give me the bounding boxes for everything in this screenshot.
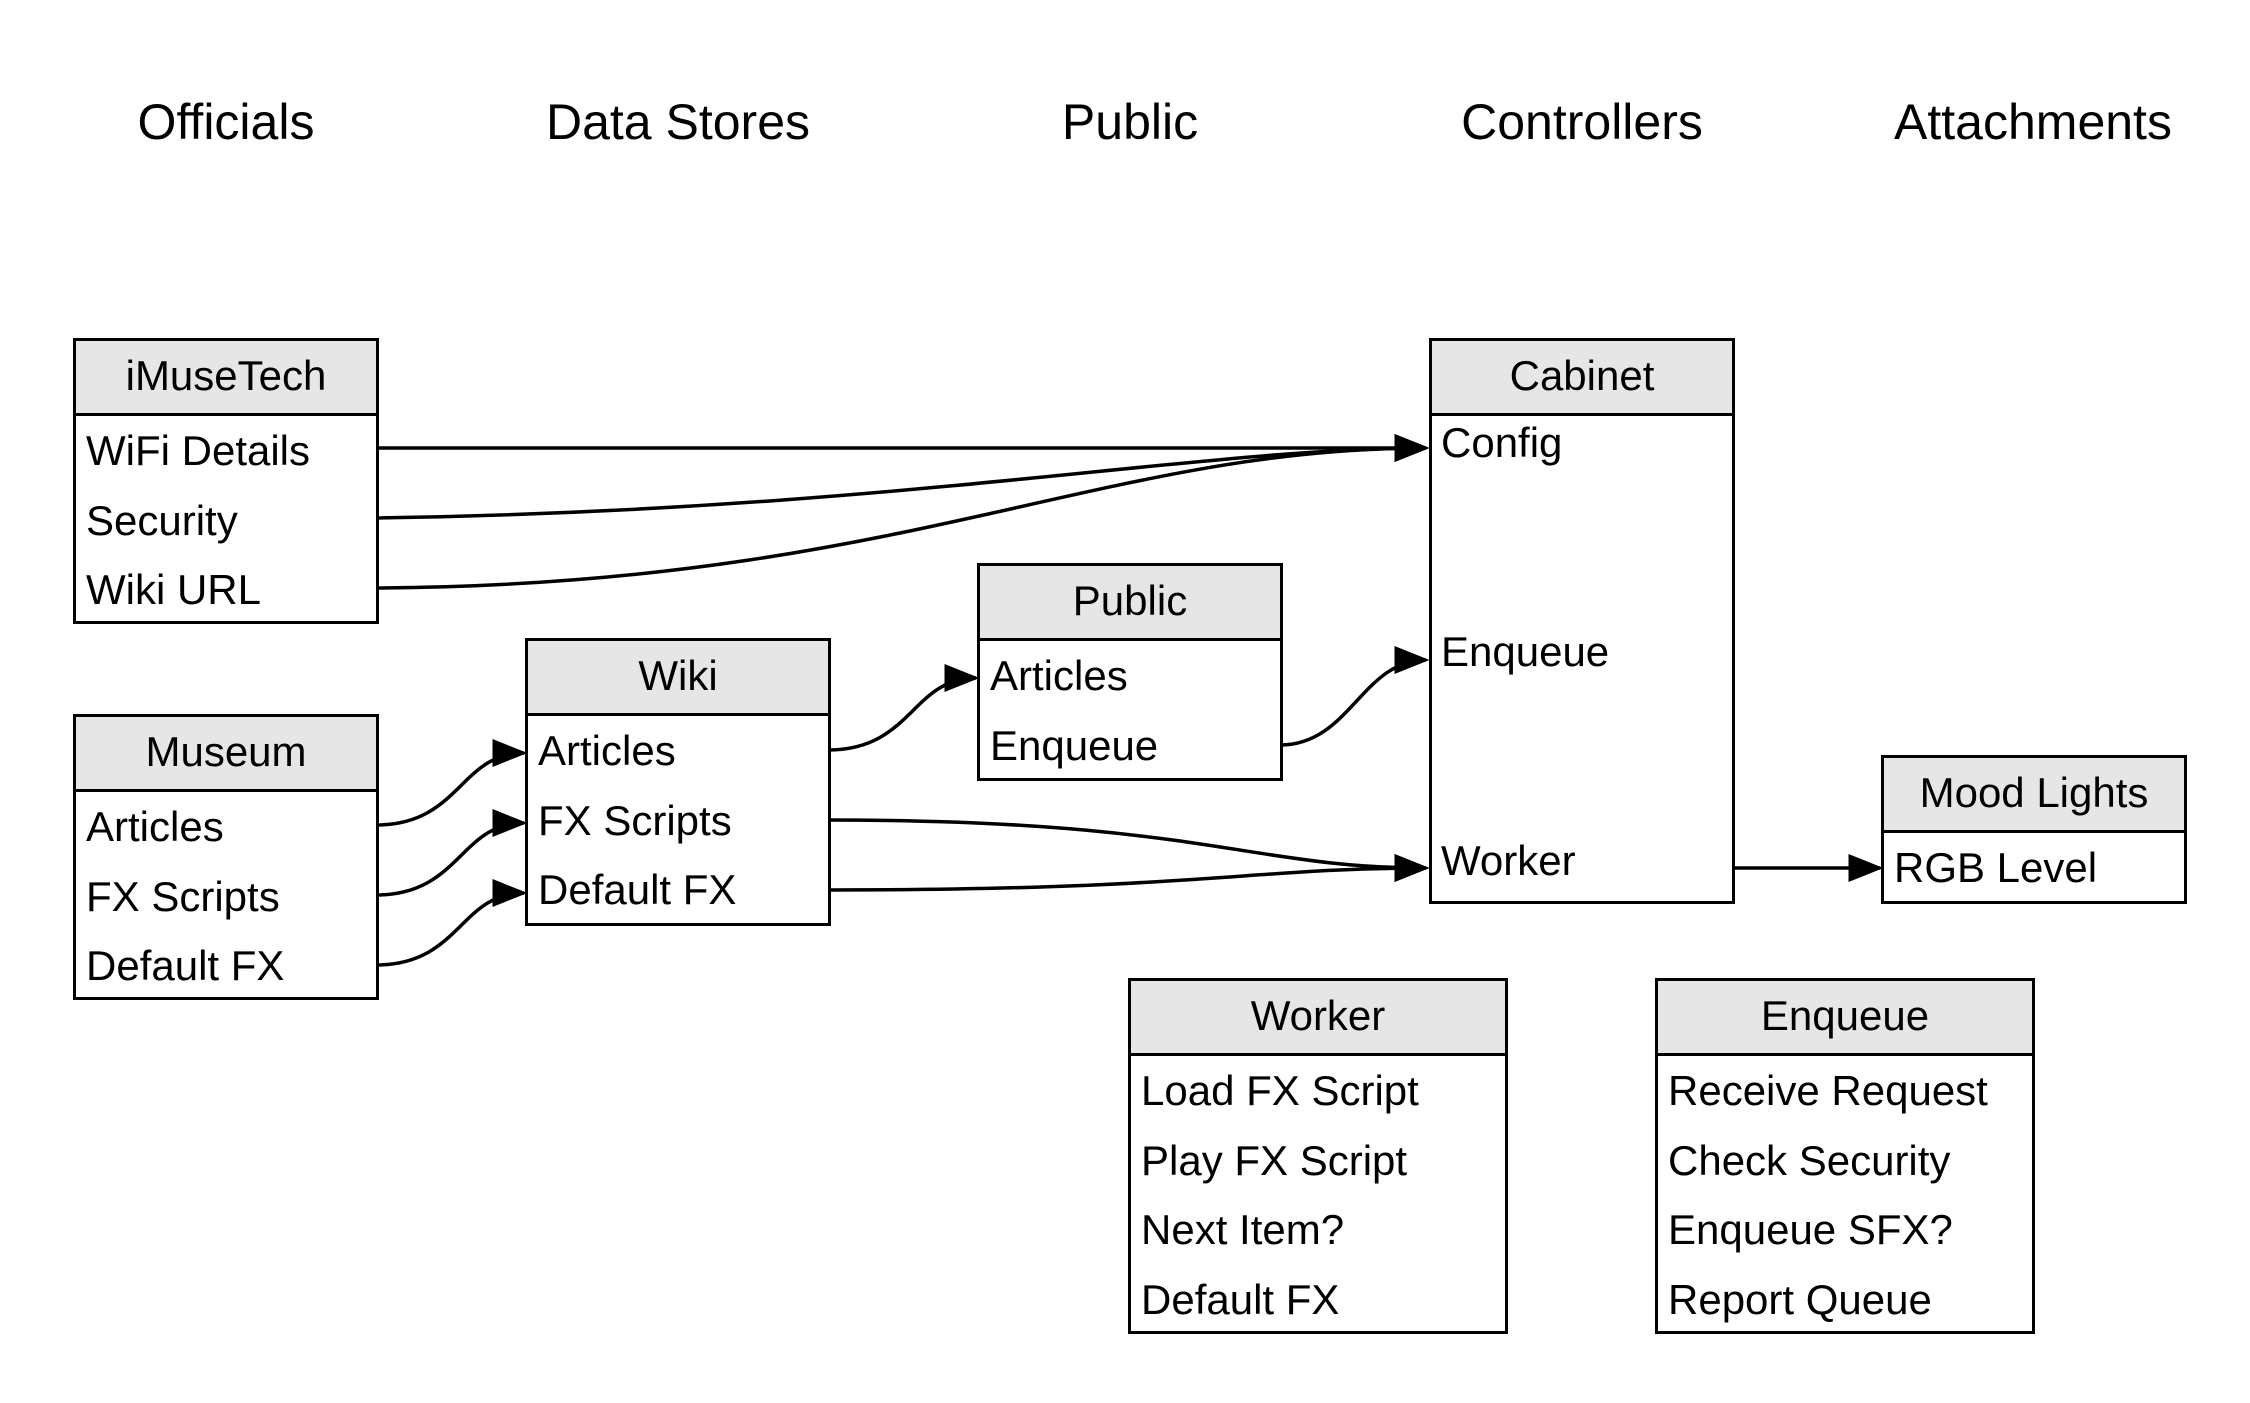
enqueue-title: Enqueue	[1658, 981, 2032, 1056]
cabinet-box: Cabinet	[1429, 338, 1735, 904]
cabinet-title: Cabinet	[1432, 341, 1732, 416]
connector-museum-defaultfx-to-wiki-defaultfx	[375, 879, 528, 967]
connector-wikiurl-to-config	[375, 434, 1430, 590]
museum-box: Museum Articles FX Scripts Default FX	[73, 714, 379, 1000]
connector-wiki-fxscripts-to-worker	[827, 818, 1430, 882]
wiki-row-default-fx: Default FX	[538, 866, 737, 913]
connector-public-enqueue-to-cabinet-enqueue	[1279, 646, 1430, 747]
museum-row-default-fx: Default FX	[86, 942, 285, 989]
imusetech-row-wiki-url: Wiki URL	[86, 566, 261, 613]
worker-row-play-fx-script: Play FX Script	[1141, 1136, 1408, 1184]
museum-row-fx-scripts: FX Scripts	[86, 872, 280, 920]
column-header-officials: Officials	[137, 94, 315, 150]
enqueue-box: Enqueue Receive Request Check Security E…	[1655, 978, 2035, 1334]
connector-wiki-defaultfx-to-worker	[827, 854, 1430, 892]
worker-row-load-fx-script: Load FX Script	[1141, 1067, 1419, 1114]
imusetech-row-security: Security	[86, 496, 238, 544]
wiki-row-fx-scripts: FX Scripts	[538, 796, 732, 844]
enqueue-row-enqueue-sfx: Enqueue SFX?	[1668, 1206, 1953, 1253]
connector-museum-articles-to-wiki-articles	[375, 739, 528, 827]
enqueue-row-receive-request: Receive Request	[1668, 1067, 1988, 1114]
worker-box: Worker Load FX Script Play FX Script Nex…	[1128, 978, 1508, 1334]
connector-museum-fxscripts-to-wiki-fxscripts	[375, 809, 528, 897]
mood-lights-row-rgb-level: RGB Level	[1894, 844, 2098, 891]
public-row-enqueue: Enqueue	[990, 721, 1159, 769]
cabinet-row-worker: Worker	[1441, 837, 1576, 884]
column-header-controllers: Controllers	[1461, 94, 1703, 150]
column-header-data-stores: Data Stores	[545, 94, 811, 150]
enqueue-row-check-security: Check Security	[1668, 1136, 1951, 1184]
worker-row-default-fx: Default FX	[1141, 1275, 1340, 1323]
column-header-attachments: Attachments	[1894, 94, 2172, 150]
imusetech-title: iMuseTech	[76, 341, 376, 416]
connector-wiki-articles-to-public-articles	[827, 664, 980, 752]
public-title: Public	[980, 566, 1280, 641]
public-row-articles: Articles	[990, 652, 1128, 699]
wiki-row-articles: Articles	[538, 727, 676, 774]
public-box: Public Articles Enqueue	[977, 563, 1283, 781]
wiki-box: Wiki Articles FX Scripts Default FX	[525, 638, 831, 926]
cabinet-row-config: Config	[1441, 419, 1563, 466]
enqueue-row-report-queue: Report Queue	[1668, 1275, 1932, 1323]
museum-title: Museum	[76, 717, 376, 792]
mood-lights-box: Mood Lights RGB Level	[1881, 755, 2187, 904]
imusetech-row-wifi-details: WiFi Details	[86, 427, 311, 474]
worker-row-next-item: Next Item?	[1141, 1206, 1345, 1253]
cabinet-row-enqueue: Enqueue	[1441, 628, 1610, 675]
column-header-public: Public	[1061, 94, 1199, 150]
worker-title: Worker	[1131, 981, 1505, 1056]
wiki-title: Wiki	[528, 641, 828, 716]
mood-lights-title: Mood Lights	[1884, 758, 2184, 833]
museum-row-articles: Articles	[86, 803, 224, 850]
imusetech-box: iMuseTech WiFi Details Security Wiki URL	[73, 338, 379, 624]
